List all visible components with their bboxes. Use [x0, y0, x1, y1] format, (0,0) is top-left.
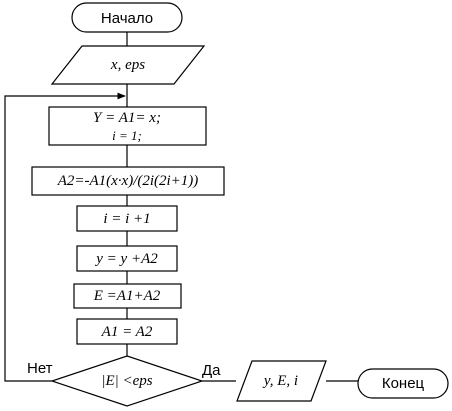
update-e-block [73, 283, 182, 309]
a2-formula-label: A2=-A1(x·x)/(2i(2i+1)) [57, 173, 199, 189]
init-line2: i = 1; [112, 128, 142, 143]
init-line1: Y = A1= x; [93, 110, 161, 126]
end-terminator [357, 368, 449, 399]
increment-i-label: i = i +1 [103, 211, 151, 227]
yes-branch-label: Да [202, 362, 221, 379]
start-terminator [71, 2, 183, 33]
condition-label: |E| <eps [101, 373, 153, 389]
assign-a1-label: A1 = A2 [101, 324, 153, 340]
output-label: y, E, i [263, 373, 299, 389]
end-label: Конец [381, 375, 425, 392]
update-y-label: y = y +A2 [96, 251, 158, 267]
input-parallelogram [50, 45, 206, 85]
update-y-block [76, 245, 178, 272]
increment-i-block [76, 205, 178, 232]
loop-back-no-arrow [4, 92, 126, 382]
output-parallelogram [236, 360, 327, 402]
update-e-label: E =A1+A2 [93, 288, 161, 304]
input-label: x, eps [110, 57, 146, 73]
start-label: Начало [100, 10, 154, 27]
condition-diamond [50, 355, 204, 407]
no-branch-label: Нет [27, 360, 53, 377]
a2-formula-block [31, 166, 225, 196]
assign-a1-block [76, 318, 178, 345]
init-block [48, 106, 207, 146]
